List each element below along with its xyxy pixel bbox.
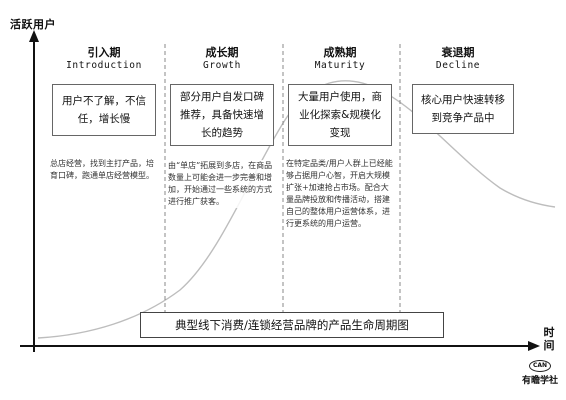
logo-text: 有瞻学社 [521, 376, 558, 386]
phase-maturity-title-en: Maturity [314, 60, 366, 71]
phase-growth-title-cn: 成长期 [205, 46, 239, 59]
brand-logo: CAN 有瞻学社 [517, 360, 563, 386]
phase-decline-title-en: Decline [435, 60, 481, 71]
phase-maturity-box: 大量用户使用，商业化探索&规模化变现 [288, 84, 392, 146]
phase-maturity-title-cn: 成熟期 [323, 46, 357, 59]
phase-growth-desc: 由“单店”拓展到多店，在商品数量上可能会进一步完善和增加，开始通过一些系统的方式… [168, 160, 278, 208]
x-axis-arrow [528, 341, 540, 351]
phase-introduction-title-cn: 引入期 [87, 46, 121, 59]
phase-introduction-title-en: Introduction [66, 60, 142, 71]
y-axis-arrow [29, 30, 39, 42]
diagram-caption: 典型线下消费/连锁经营品牌的产品生命周期图 [140, 312, 444, 338]
x-axis-label: 时间 [543, 326, 555, 352]
phase-decline-box: 核心用户快速转移到竞争产品中 [412, 84, 514, 134]
phase-introduction-desc: 总店经营，找到主打产品，培育口碑，跑通单店经营模型。 [50, 158, 160, 182]
phase-growth-box: 部分用户自发口碑推荐，具备快速增长的趋势 [170, 84, 274, 146]
y-axis-label: 活跃用户 [10, 18, 56, 31]
phase-maturity-desc: 在特定品类/用户人群上已经能够占据用户心智，开启大规模扩张+加速抢占市场。配合大… [286, 158, 396, 230]
phase-growth-title-en: Growth [203, 60, 241, 71]
phase-introduction-box: 用户不了解，不信任，增长慢 [52, 84, 156, 136]
logo-mark-icon: CAN [529, 360, 551, 372]
phase-decline-title-cn: 衰退期 [441, 46, 475, 59]
